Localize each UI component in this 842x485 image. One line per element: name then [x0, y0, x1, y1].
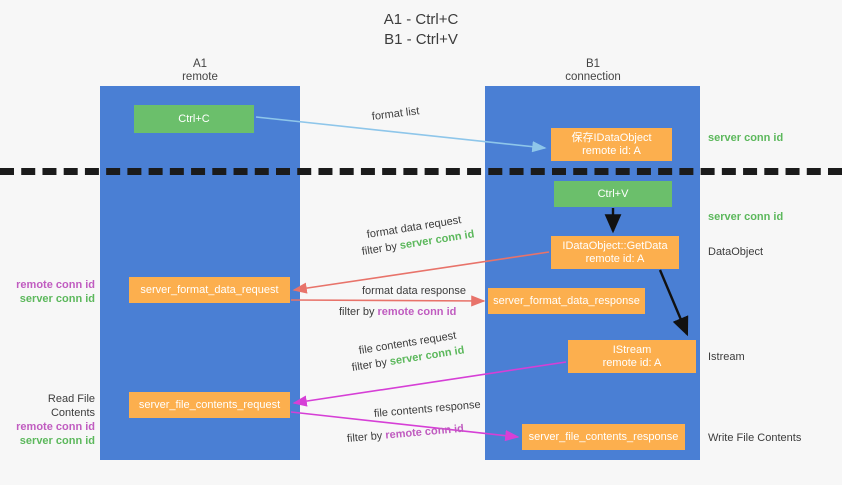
- box-server-file-contents-request-label: server_file_contents_request: [138, 398, 281, 411]
- box-server-format-data-request-label: server_format_data_request: [140, 283, 279, 296]
- phase-divider: [0, 168, 842, 175]
- box-ctrl-v-label: Ctrl+V: [597, 187, 629, 200]
- annotation-left-server-conn-id-1: server conn id: [19, 293, 95, 305]
- lane-header-b1: B1 connection: [533, 58, 653, 84]
- box-getdata-label: IDataObject::GetData: [562, 239, 668, 252]
- box-server-file-contents-response[interactable]: server_file_contents_response: [522, 424, 685, 450]
- title-line-2: B1 - Ctrl+V: [384, 31, 458, 48]
- annotation-write-file-contents: Write File Contents: [708, 432, 802, 444]
- annotation-right-server-conn-id-2: server conn id: [708, 211, 784, 223]
- box-server-format-data-request[interactable]: server_format_data_request: [129, 277, 290, 303]
- annotation-left-conn-ids-2: Read File Contents remote conn id server…: [9, 392, 95, 448]
- box-ctrl-c-label: Ctrl+C: [178, 112, 210, 125]
- box-idataobject-sub: remote id: A: [582, 144, 641, 157]
- page-title: A1 - Ctrl+C B1 - Ctrl+V: [0, 10, 842, 50]
- filter-prefix: filter by: [339, 306, 378, 318]
- lane-a1-name: A1: [192, 58, 208, 70]
- box-idataobject-label: 保存IDataObject: [571, 131, 652, 144]
- box-server-format-data-response[interactable]: server_format_data_response: [488, 288, 645, 314]
- filter-prefix: filter by: [350, 356, 391, 374]
- annotation-right-server-conn-id-1: server conn id: [708, 132, 784, 144]
- lane-header-a1: A1 remote: [140, 58, 260, 84]
- annotation-dataobject: DataObject: [708, 246, 764, 258]
- box-server-format-data-response-label: server_format_data_response: [493, 294, 640, 307]
- arrow-format-data-response: [290, 295, 486, 307]
- annotation-left-server-conn-id-2: server conn id: [19, 435, 95, 447]
- box-server-file-contents-request[interactable]: server_file_contents_request: [129, 392, 290, 418]
- annotation-read-file-contents: Read File Contents: [47, 393, 95, 419]
- label-file-contents-response-filter: filter by remote conn id: [346, 422, 464, 447]
- annotation-left-remote-conn-id-2: remote conn id: [16, 421, 95, 433]
- title-line-1: A1 - Ctrl+C: [383, 11, 459, 28]
- annotation-left-remote-conn-id-1: remote conn id: [16, 279, 95, 291]
- lane-b1-name: B1: [585, 58, 601, 70]
- box-idataobject[interactable]: 保存IDataObject remote id: A: [551, 128, 672, 161]
- filter-value-remote-conn-id: remote conn id: [384, 422, 465, 442]
- box-istream[interactable]: IStream remote id: A: [568, 340, 696, 373]
- filter-prefix: filter by: [360, 240, 401, 258]
- label-format-data-response-filter: filter by remote conn id: [339, 305, 456, 320]
- lane-a1-role: remote: [182, 71, 218, 83]
- box-server-file-contents-response-label: server_file_contents_response: [528, 430, 679, 443]
- label-file-contents-response: file contents response: [373, 398, 482, 420]
- box-istream-sub: remote id: A: [602, 356, 662, 369]
- box-ctrl-v[interactable]: Ctrl+V: [554, 181, 672, 207]
- annotation-left-conn-ids-1: remote conn id server conn id: [9, 278, 95, 306]
- filter-value-remote-conn-id: remote conn id: [377, 306, 457, 318]
- label-format-list: format list: [371, 105, 421, 123]
- box-ctrl-c[interactable]: Ctrl+C: [134, 105, 254, 133]
- box-getdata-sub: remote id: A: [585, 252, 645, 265]
- label-format-data-response: format data response: [362, 285, 466, 297]
- filter-prefix: filter by: [346, 429, 386, 445]
- annotation-istream: Istream: [708, 351, 745, 363]
- lane-b1-role: connection: [565, 71, 621, 83]
- box-istream-label: IStream: [612, 343, 652, 356]
- box-idataobject-getdata[interactable]: IDataObject::GetData remote id: A: [551, 236, 679, 269]
